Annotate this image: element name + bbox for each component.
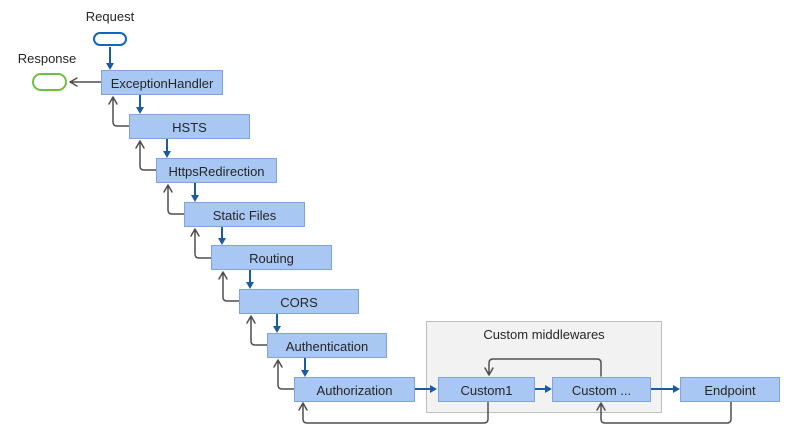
node-staticfiles: Static Files <box>184 202 305 227</box>
node-endpoint: Endpoint <box>680 377 780 402</box>
node-httpsredirection: HttpsRedirection <box>156 158 277 183</box>
arrowhead <box>301 370 309 377</box>
response-terminator-icon <box>32 73 67 91</box>
node-routing: Routing <box>211 245 332 270</box>
arrowhead <box>673 385 680 393</box>
node-exceptionhandler: ExceptionHandler <box>101 70 223 95</box>
node-cors: CORS <box>239 289 359 314</box>
node-authorization: Authorization <box>294 377 415 402</box>
node-custom-more: Custom ... <box>552 377 651 402</box>
arrow-httpsredirection-to-hsts <box>135 140 157 171</box>
arrowhead <box>191 195 199 202</box>
request-label: Request <box>85 9 135 24</box>
arrow-authorization-to-authentication <box>273 359 295 390</box>
arrowhead <box>106 63 114 70</box>
request-terminator-icon <box>93 32 127 46</box>
arrowhead <box>246 282 254 289</box>
arrow-routing-to-staticfiles <box>190 228 212 259</box>
node-hsts: HSTS <box>129 114 250 139</box>
arrow-cors-to-routing <box>218 271 240 302</box>
response-label: Response <box>17 51 77 66</box>
arrow-staticfiles-to-httpsredirection <box>163 184 185 215</box>
arrowhead <box>163 151 171 158</box>
arrow-authentication-to-cors <box>246 315 268 346</box>
arrowhead <box>136 107 144 114</box>
arrowhead <box>218 238 226 245</box>
arrow-hsts-to-exceptionhandler <box>108 96 130 127</box>
node-authentication: Authentication <box>267 333 387 358</box>
node-custom1: Custom1 <box>438 377 535 402</box>
custom-middlewares-group-label: Custom middlewares <box>483 327 605 342</box>
arrow-exceptionhandler-to-response <box>69 77 102 87</box>
arrowhead <box>273 326 281 333</box>
